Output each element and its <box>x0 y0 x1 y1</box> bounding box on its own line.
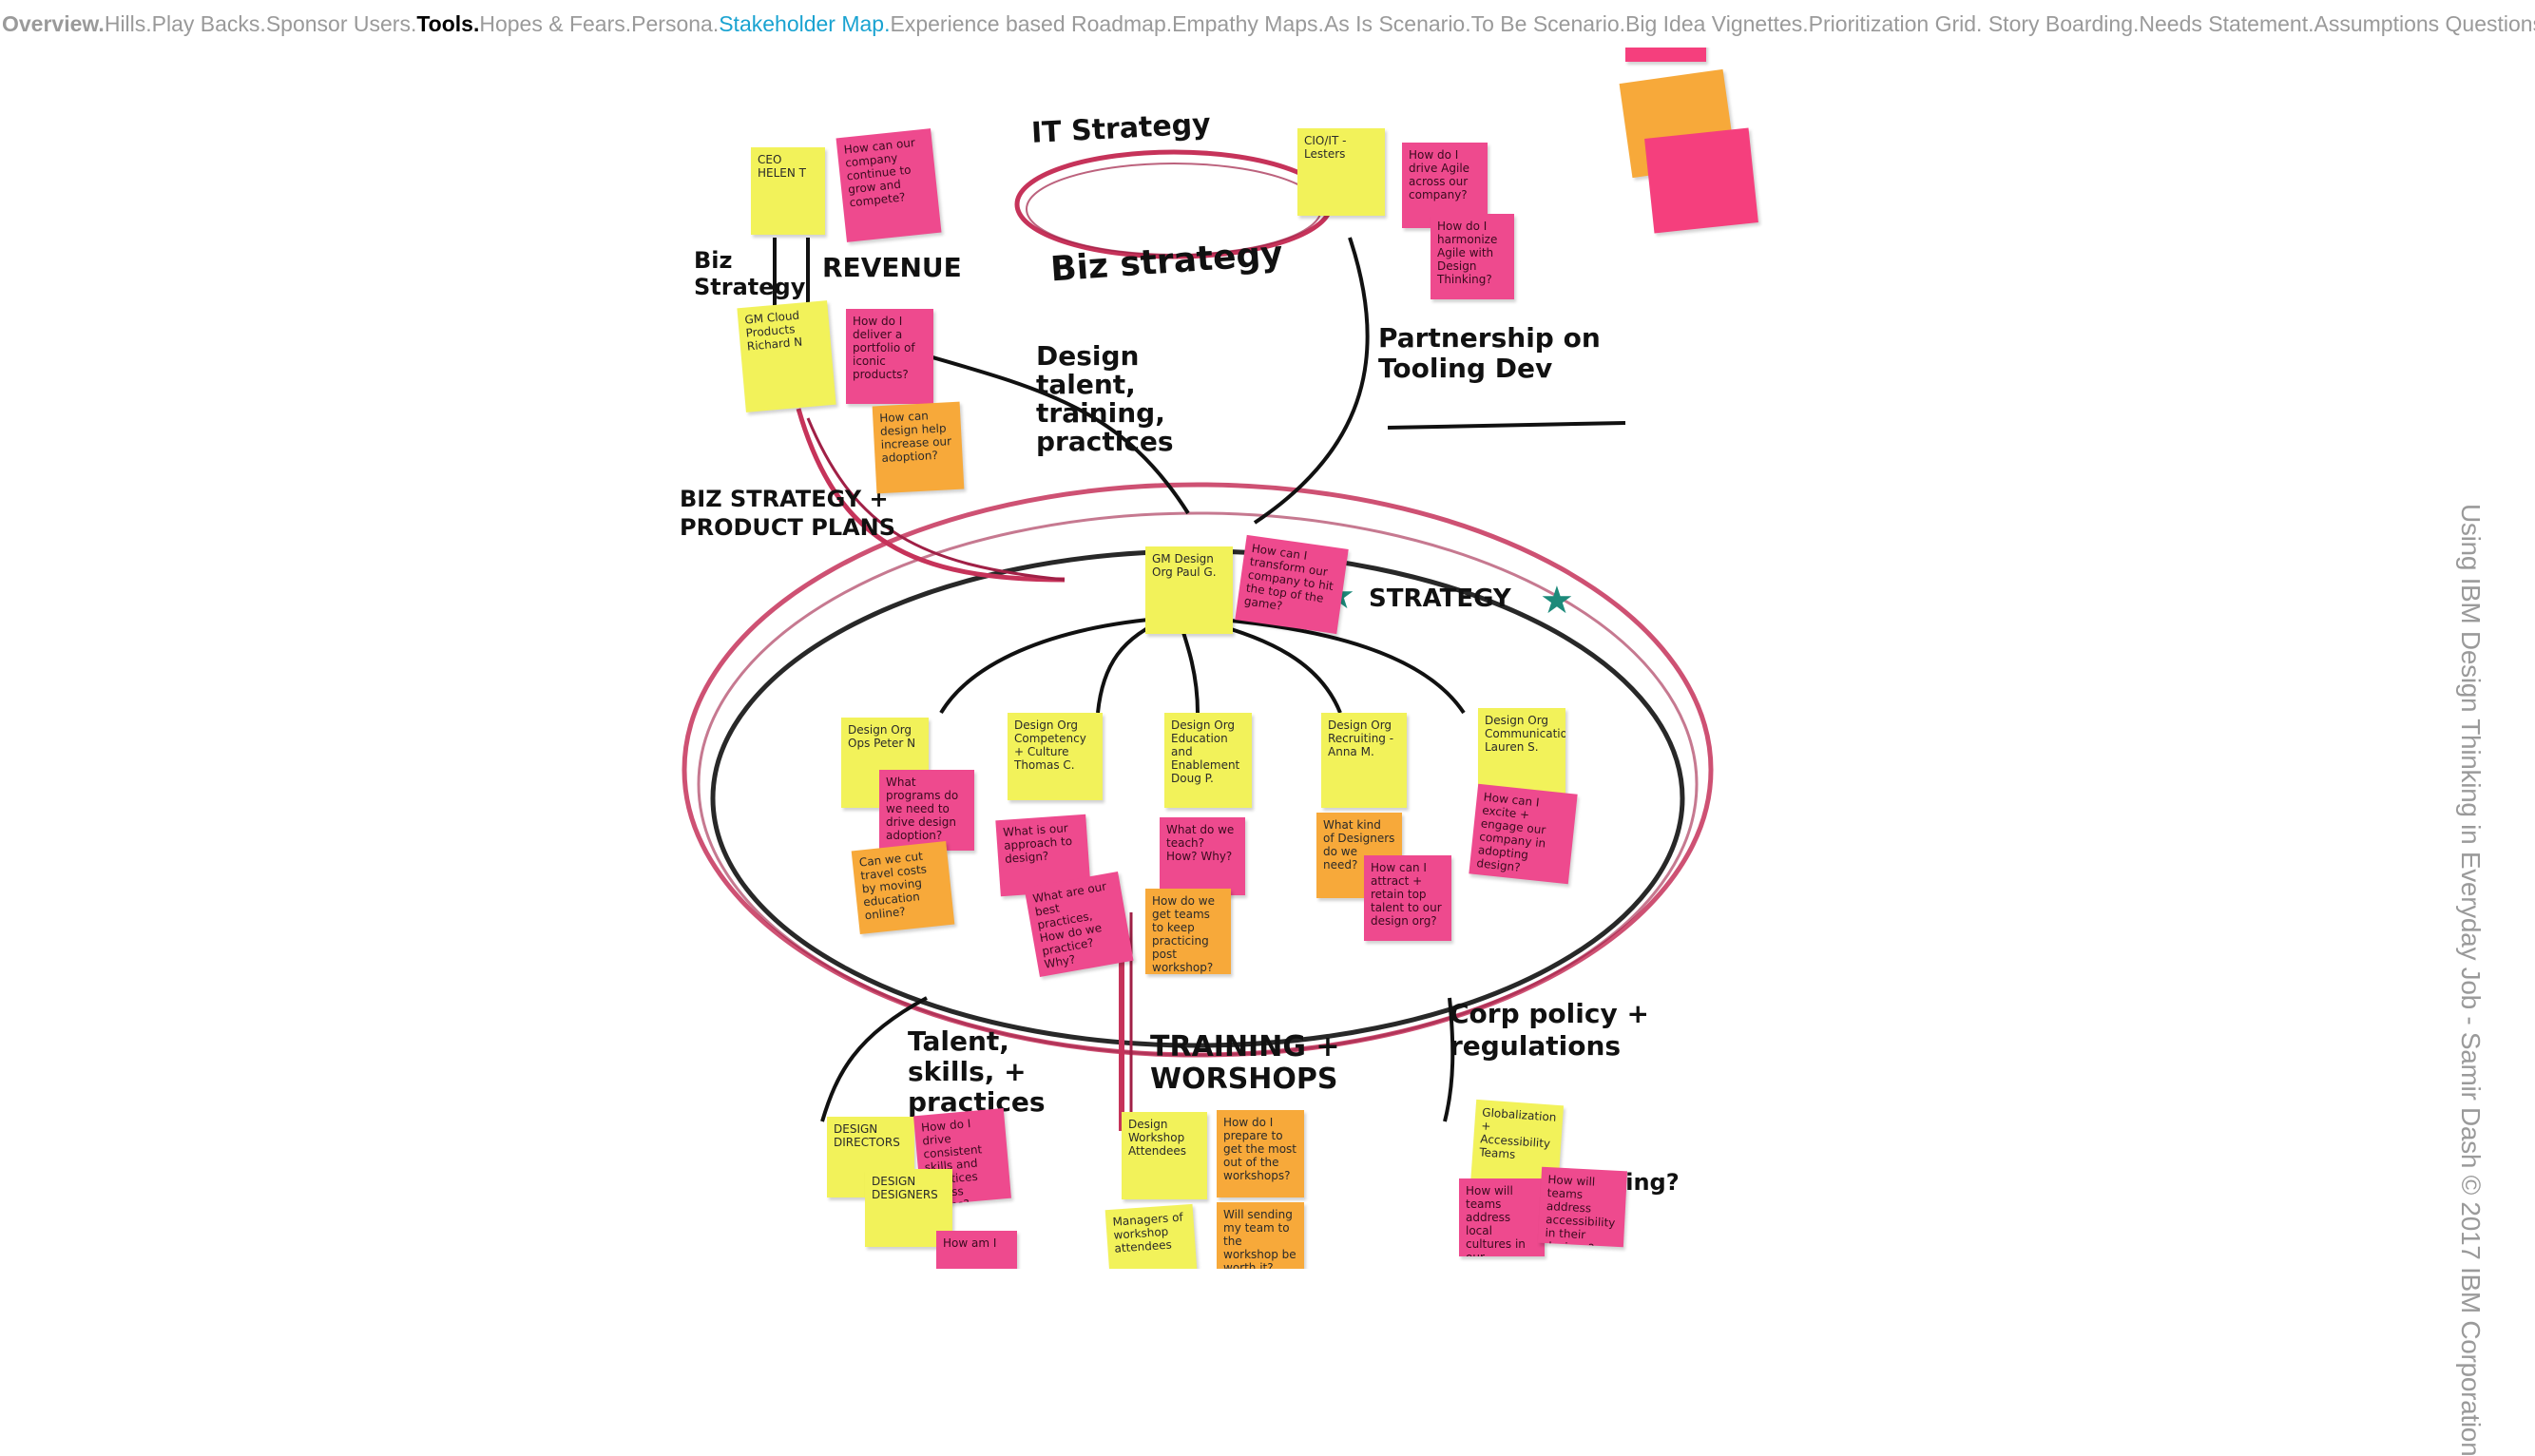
note-attendees: Design Workshop Attendees <box>1122 1112 1207 1199</box>
note-gm-design: GM Design Org Paul G. <box>1145 546 1233 634</box>
large-ellipse-inner <box>697 511 1699 1057</box>
nav-link-needs-statement[interactable]: Needs Statement. <box>2139 11 2314 36</box>
note-cio: CIO/IT - Lesters <box>1297 128 1385 216</box>
note-comms-question: How can I excite + engage our company in… <box>1469 783 1578 885</box>
note-attendees-question: How do I prepare to get the most out of … <box>1217 1110 1304 1197</box>
note-competency-question-2: What are our best practices, How do we p… <box>1024 872 1134 977</box>
note-gm-cloud: GM Cloud Products Richard N <box>737 300 836 412</box>
nav-link-persona[interactable]: Persona. <box>631 11 720 36</box>
nav-link-assumptions-questions[interactable]: Assumptions Questions. <box>2314 11 2535 36</box>
note-globalization-question-1: How will teams address local cultures in… <box>1459 1178 1545 1256</box>
nav-link-to-be-scenario[interactable]: To Be Scenario. <box>1470 11 1625 36</box>
nav-link-play-backs[interactable]: Play Backs. <box>151 11 266 36</box>
nav-link-empathy-maps[interactable]: Empathy Maps. <box>1172 11 1324 36</box>
note-ceo-question: How can our company continue to grow and… <box>835 128 942 242</box>
label-biz-plans: BIZ STRATEGY + PRODUCT PLANS <box>680 486 896 541</box>
label-design-talent: Design talent, training, practices <box>1036 340 1174 457</box>
nav-link-tools[interactable]: Tools. <box>416 11 480 36</box>
nav-link-stakeholder-map[interactable]: Stakeholder Map. <box>719 11 891 36</box>
stakeholder-map-photo: ★ ★ IT Strategy Biz strategy Biz Strateg… <box>665 48 1768 1269</box>
note-managers-question: Will sending my team to the workshop be … <box>1217 1202 1304 1269</box>
note-cio-question-2: How do I harmonize Agile with Design Thi… <box>1431 214 1514 299</box>
note-corner-1 <box>1625 48 1706 62</box>
star-icon-right: ★ <box>1540 579 1574 623</box>
nav-link-hopes-fears[interactable]: Hopes & Fears. <box>479 11 632 36</box>
note-education-question-1: What do we teach? How? Why? <box>1160 817 1245 895</box>
top-breadcrumb-nav: Overview.Hills.Play Backs.Sponsor Users.… <box>2 10 2535 38</box>
nav-link-story-boarding[interactable]: Story Boarding. <box>1982 11 2140 36</box>
note-competency: Design Org Competency + Culture Thomas C… <box>1008 713 1103 800</box>
note-gm-question-1: How do I deliver a portfolio of iconic p… <box>846 309 933 404</box>
note-designers-question: How am I <box>936 1231 1017 1269</box>
note-ops-question-1: What programs do we need to drive design… <box>879 770 974 851</box>
note-education: Design Org Education and Enablement Doug… <box>1164 713 1252 808</box>
note-ceo: CEO HELEN T <box>751 147 825 235</box>
label-partnership: Partnership on Tooling Dev <box>1378 322 1601 384</box>
nav-link-experience-based-roadmap[interactable]: Experience based Roadmap. <box>890 11 1173 36</box>
note-gm-question-2: How can design help increase our adoptio… <box>872 401 965 494</box>
nav-link-sponsor-users[interactable]: Sponsor Users. <box>265 11 417 36</box>
note-education-question-2: How do we get teams to keep practicing p… <box>1145 889 1231 974</box>
nav-link-hills[interactable]: Hills. <box>104 11 152 36</box>
note-corner-3 <box>1644 127 1758 234</box>
label-talent-skills: Talent, skills, + practices <box>908 1025 1046 1118</box>
label-strategy: STRATEGY <box>1369 584 1511 613</box>
label-training: TRAINING + WORSHOPS <box>1150 1030 1340 1096</box>
note-globalization-question-2: How will teams address accessibility in … <box>1537 1166 1628 1248</box>
label-revenue: REVENUE <box>822 252 962 283</box>
nav-link-prioritization-grid[interactable]: Prioritization Grid. <box>1808 11 1983 36</box>
note-managers: Managers of workshop attendees <box>1104 1203 1198 1269</box>
note-ops-question-2: Can we cut travel costs by moving educat… <box>851 841 955 934</box>
label-corp-policy: Corp policy + regulations <box>1450 998 1649 1062</box>
nav-link-overview[interactable]: Overview. <box>2 11 105 36</box>
note-recruiting: Design Org Recruiting - Anna M. <box>1321 713 1407 808</box>
nav-link-as-is-scenario[interactable]: As Is Scenario. <box>1323 11 1471 36</box>
note-gm-design-question: How can I transform our company to hit t… <box>1235 534 1349 635</box>
label-biz-strategy-left: Biz Strategy <box>694 247 806 300</box>
side-caption: Using IBM Design Thinking in Everyday Jo… <box>2456 504 2486 1456</box>
note-recruiting-question-2: How can I attract + retain top talent to… <box>1364 855 1451 941</box>
nav-link-big-idea-vignettes[interactable]: Big Idea Vignettes. <box>1625 11 1809 36</box>
